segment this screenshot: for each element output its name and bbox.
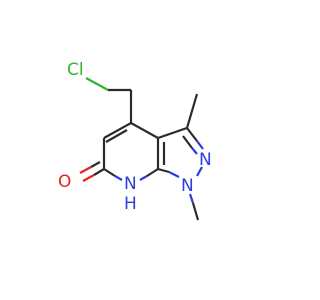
bond-c3-n2 bbox=[186, 127, 198, 142]
bond-c3a-c4 bbox=[130, 122, 159, 139]
bond-c6-o-red bbox=[82, 174, 95, 182]
lactam-nh-h-label: H bbox=[124, 194, 137, 214]
bond-c6-o bbox=[93, 168, 105, 176]
bond-n1-c7a bbox=[168, 171, 180, 178]
bond-c3-methyl bbox=[185, 93, 199, 129]
bond-c4-c5-double bbox=[105, 129, 128, 143]
bond-n7-c7a-end bbox=[146, 168, 159, 177]
bond-c3-n2-double-blue bbox=[191, 147, 198, 155]
chlorine-atom-label: Cl bbox=[67, 60, 84, 80]
bond-c6-o-double-red bbox=[79, 166, 92, 174]
pyrazole-n2-label: N bbox=[199, 150, 212, 170]
oxygen-atom-label: O bbox=[58, 172, 71, 192]
bond-n1-methyl bbox=[191, 202, 200, 221]
pyrazole-n1-label: N bbox=[181, 176, 194, 196]
bond-n1-c7a-end bbox=[157, 167, 170, 174]
bond-n7-segment bbox=[114, 175, 123, 181]
bond-c6-o-double bbox=[90, 161, 101, 168]
molecule-diagram: Cl O N N N H bbox=[58, 60, 212, 221]
bond-n7-c7a bbox=[139, 175, 148, 181]
bond-n2-n1 bbox=[196, 166, 203, 177]
bond-cl-ch2 bbox=[85, 77, 109, 91]
lactam-nh-n-label: N bbox=[124, 174, 137, 194]
bond-c3-n2-double bbox=[182, 135, 193, 149]
bond-n1-methyl-blue bbox=[188, 193, 195, 204]
bond-c3a-c3 bbox=[157, 126, 188, 140]
bond-c3-n2-blue bbox=[196, 140, 204, 150]
bond-c4-c5 bbox=[103, 122, 132, 139]
bond-c6-n7 bbox=[103, 168, 116, 177]
